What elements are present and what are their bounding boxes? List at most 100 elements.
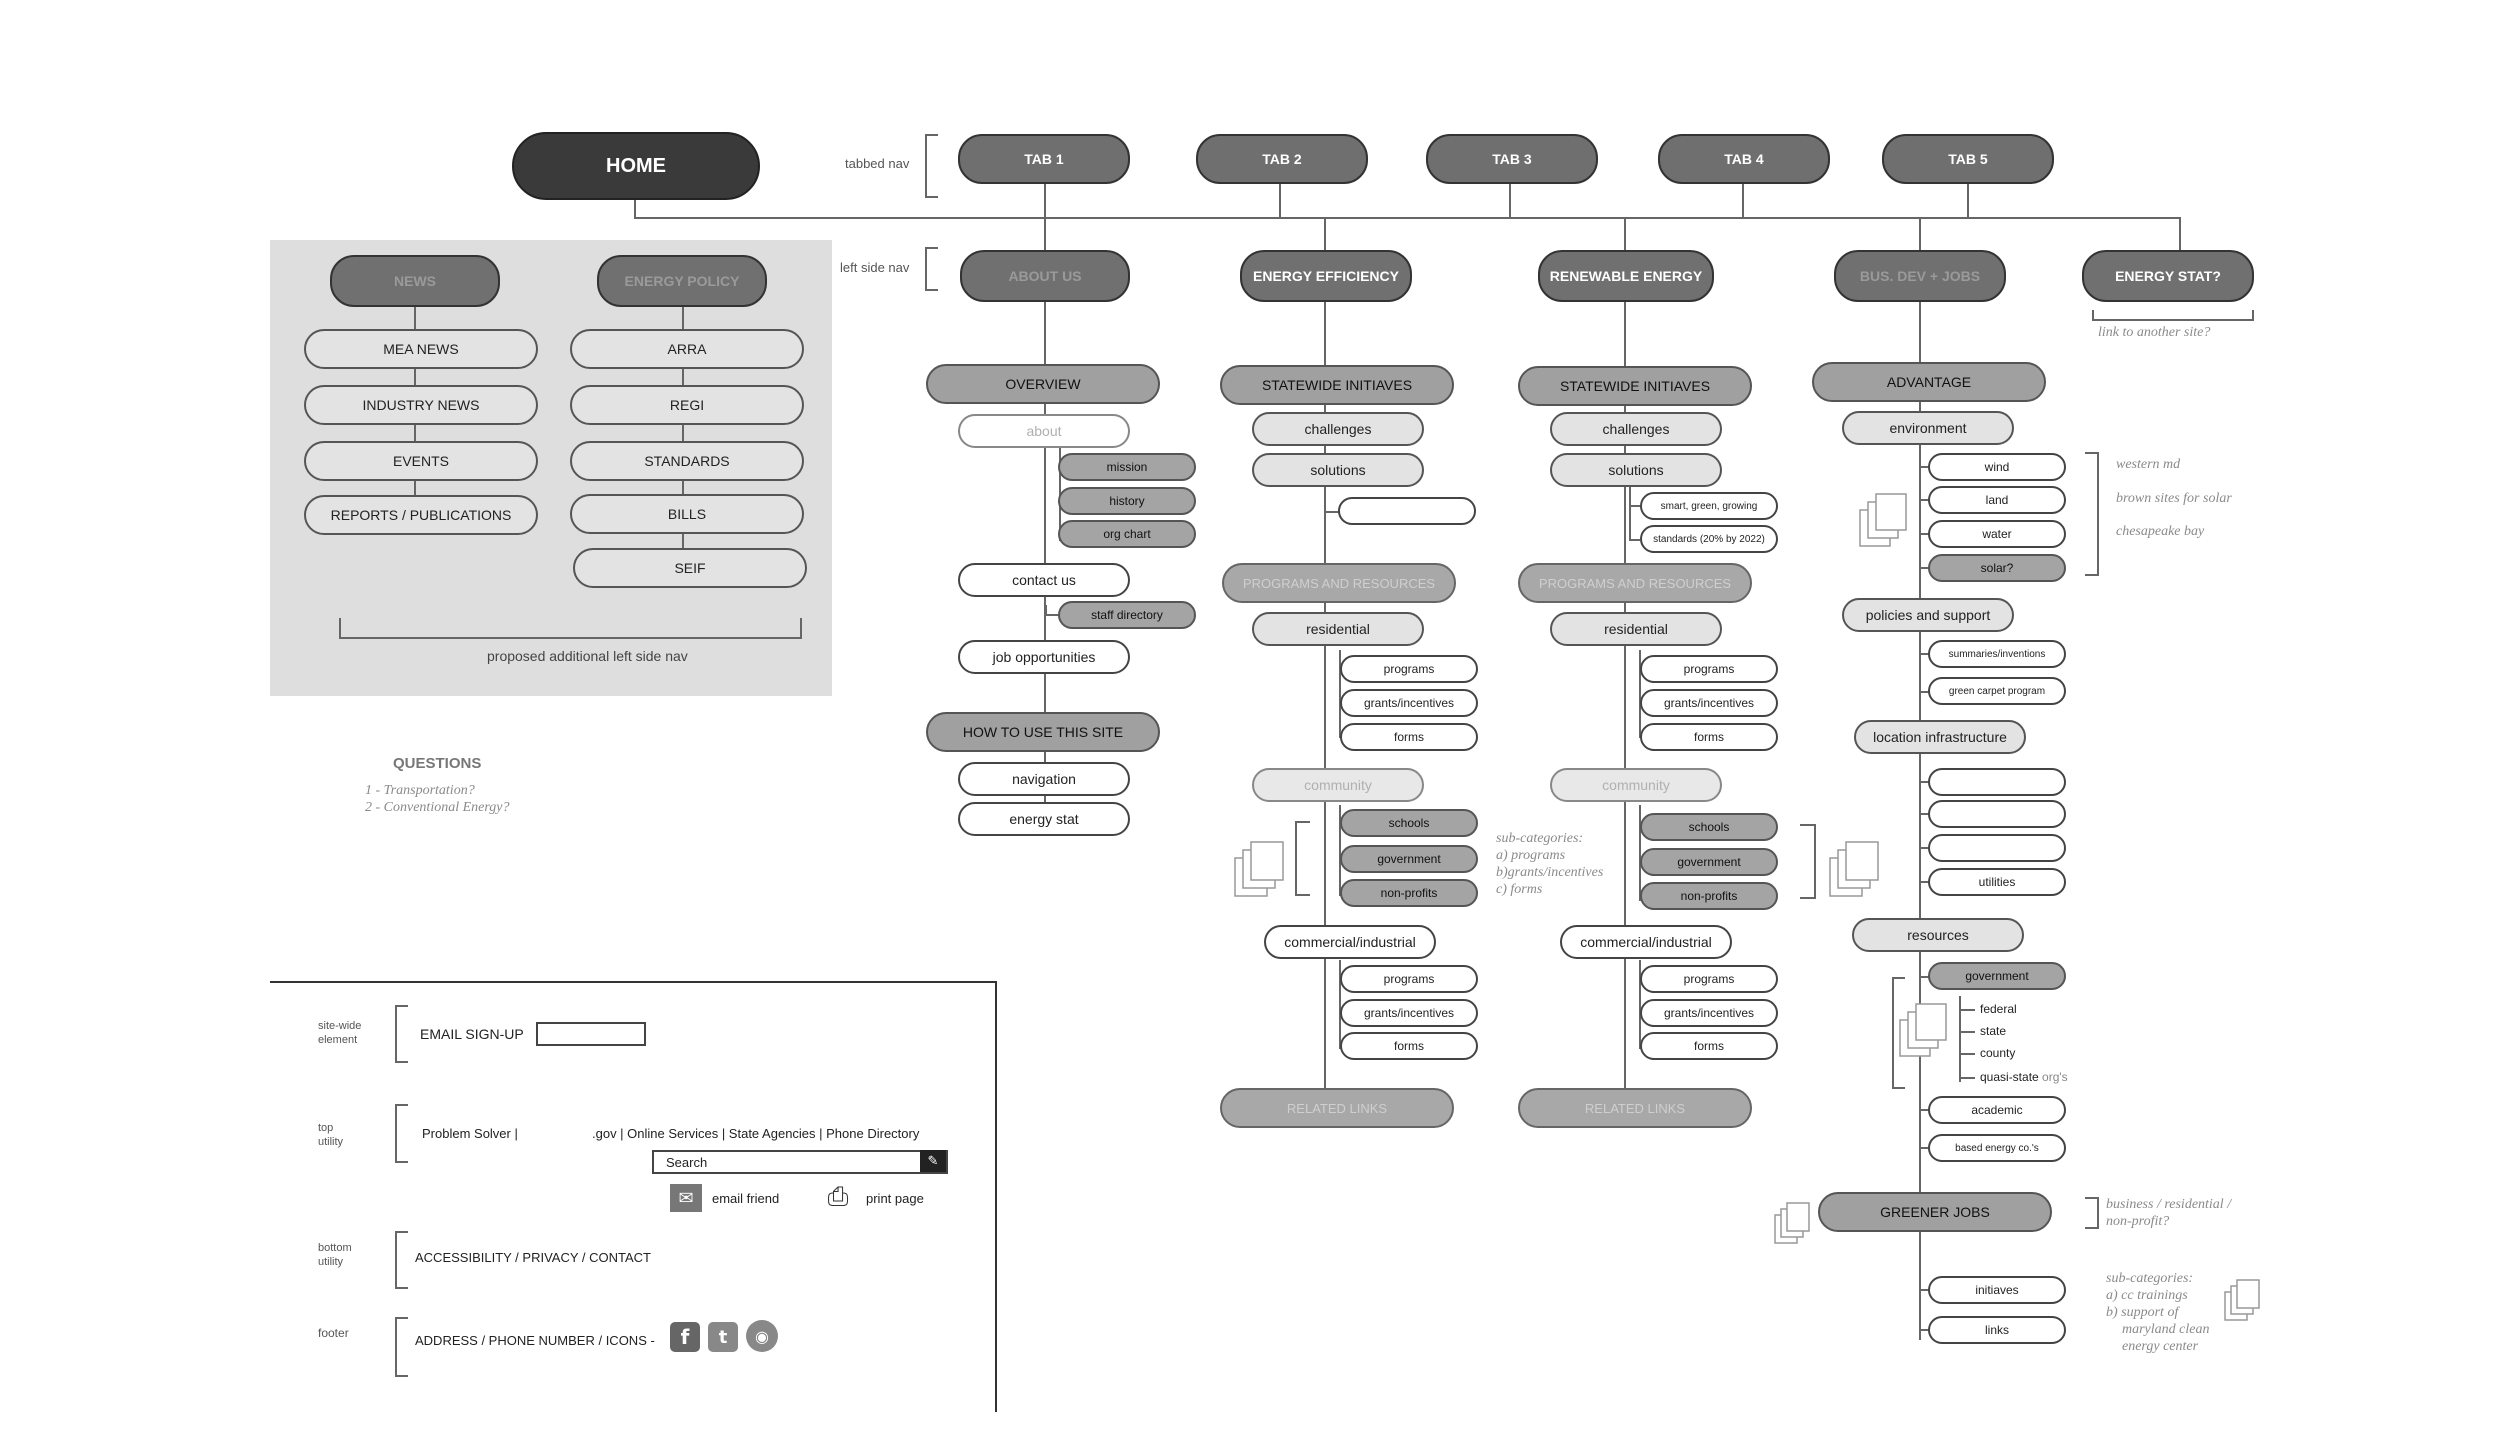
left-nav-seif[interactable]: SEIF bbox=[573, 548, 807, 588]
section-renewable-energy[interactable]: RENEWABLE ENERGY bbox=[1538, 250, 1714, 302]
bus-resources[interactable]: resources bbox=[1852, 918, 2024, 952]
bus-res-academic[interactable]: academic bbox=[1928, 1096, 2066, 1124]
eff-comm-forms[interactable]: forms bbox=[1340, 1032, 1478, 1060]
left-nav-mea-news[interactable]: MEA NEWS bbox=[304, 329, 538, 369]
ren-comm-programs[interactable]: programs bbox=[1640, 965, 1778, 993]
bus-location-placeholder-2[interactable] bbox=[1928, 800, 2066, 828]
eff-related-links[interactable]: RELATED LINKS bbox=[1220, 1088, 1454, 1128]
eff-res-forms[interactable]: forms bbox=[1340, 723, 1478, 751]
eff-community[interactable]: community bbox=[1252, 768, 1424, 802]
ren-programs-resources[interactable]: PROGRAMS AND RESOURCES bbox=[1518, 563, 1752, 603]
about-staff-directory[interactable]: staff directory bbox=[1058, 601, 1196, 629]
bus-env-wind[interactable]: wind bbox=[1928, 453, 2066, 481]
about-history[interactable]: history bbox=[1058, 487, 1196, 515]
left-nav-regi[interactable]: REGI bbox=[570, 385, 804, 425]
eff-commercial[interactable]: commercial/industrial bbox=[1264, 925, 1436, 959]
bus-summaries[interactable]: summaries/inventions bbox=[1928, 640, 2066, 668]
email-signup-field[interactable] bbox=[536, 1022, 646, 1046]
about-about[interactable]: about bbox=[958, 414, 1130, 448]
bus-location-infrastructure[interactable]: location infrastructure bbox=[1854, 720, 2026, 754]
ren-community-schools[interactable]: schools bbox=[1640, 813, 1778, 841]
tab-5[interactable]: TAB 5 bbox=[1882, 134, 2054, 184]
bus-res-based-energy[interactable]: based energy co.'s bbox=[1928, 1134, 2066, 1162]
eff-programs-resources[interactable]: PROGRAMS AND RESOURCES bbox=[1222, 563, 1456, 603]
bus-jobs-links[interactable]: links bbox=[1928, 1316, 2066, 1344]
eff-res-programs[interactable]: programs bbox=[1340, 655, 1478, 683]
bus-advantage[interactable]: ADVANTAGE bbox=[1812, 362, 2046, 402]
section-energy-efficiency[interactable]: ENERGY EFFICIENCY bbox=[1240, 250, 1412, 302]
twitter-icon[interactable]: t bbox=[708, 1322, 738, 1352]
section-energy-stat[interactable]: ENERGY STAT? bbox=[2082, 250, 2254, 302]
bus-env-solar[interactable]: solar? bbox=[1928, 554, 2066, 582]
home-node[interactable]: HOME bbox=[512, 132, 760, 200]
bus-policies-support[interactable]: policies and support bbox=[1842, 598, 2014, 632]
ren-residential[interactable]: residential bbox=[1550, 612, 1722, 646]
eff-solutions[interactable]: solutions bbox=[1252, 453, 1424, 487]
problem-solver-link[interactable]: Problem Solver | bbox=[422, 1126, 518, 1141]
eff-comm-programs[interactable]: programs bbox=[1340, 965, 1478, 993]
eff-community-schools[interactable]: schools bbox=[1340, 809, 1478, 837]
left-nav-arra[interactable]: ARRA bbox=[570, 329, 804, 369]
search-icon[interactable]: ✎ bbox=[920, 1150, 946, 1172]
bus-greener-jobs[interactable]: GREENER JOBS bbox=[1818, 1192, 2052, 1232]
about-how-to-use[interactable]: HOW TO USE THIS SITE bbox=[926, 712, 1160, 752]
about-overview[interactable]: OVERVIEW bbox=[926, 364, 1160, 404]
ren-res-forms[interactable]: forms bbox=[1640, 723, 1778, 751]
facebook-icon[interactable]: f bbox=[670, 1322, 700, 1352]
ren-smart-green-growing[interactable]: smart, green, growing bbox=[1640, 492, 1778, 520]
bus-utilities[interactable]: utilities bbox=[1928, 868, 2066, 896]
ren-res-grants[interactable]: grants/incentives bbox=[1640, 689, 1778, 717]
eff-residential[interactable]: residential bbox=[1252, 612, 1424, 646]
ren-comm-grants[interactable]: grants/incentives bbox=[1640, 999, 1778, 1027]
bus-green-carpet[interactable]: green carpet program bbox=[1928, 677, 2066, 705]
tab-4[interactable]: TAB 4 bbox=[1658, 134, 1830, 184]
bottom-utility-links[interactable]: ACCESSIBILITY / PRIVACY / CONTACT bbox=[415, 1250, 651, 1265]
ren-solutions[interactable]: solutions bbox=[1550, 453, 1722, 487]
email-icon[interactable]: ✉ bbox=[670, 1184, 702, 1212]
tab-3[interactable]: TAB 3 bbox=[1426, 134, 1598, 184]
bus-environment[interactable]: environment bbox=[1842, 411, 2014, 445]
section-about-us[interactable]: ABOUT US bbox=[960, 250, 1130, 302]
ren-standards[interactable]: standards (20% by 2022) bbox=[1640, 525, 1778, 553]
tab-2[interactable]: TAB 2 bbox=[1196, 134, 1368, 184]
email-friend-link[interactable]: email friend bbox=[712, 1191, 780, 1206]
ren-challenges[interactable]: challenges bbox=[1550, 412, 1722, 446]
ren-community-non-profits[interactable]: non-profits bbox=[1640, 882, 1778, 910]
ren-related-links[interactable]: RELATED LINKS bbox=[1518, 1088, 1752, 1128]
left-nav-bills[interactable]: BILLS bbox=[570, 494, 804, 534]
eff-community-government[interactable]: government bbox=[1340, 845, 1478, 873]
left-nav-news[interactable]: NEWS bbox=[330, 255, 500, 307]
eff-statewide[interactable]: STATEWIDE INITIAVES bbox=[1220, 365, 1454, 405]
left-nav-reports[interactable]: REPORTS / PUBLICATIONS bbox=[304, 495, 538, 535]
eff-challenges[interactable]: challenges bbox=[1252, 412, 1424, 446]
bus-location-placeholder-3[interactable] bbox=[1928, 834, 2066, 862]
eff-comm-grants[interactable]: grants/incentives bbox=[1340, 999, 1478, 1027]
rss-icon[interactable]: ◉ bbox=[746, 1320, 778, 1352]
tab-1[interactable]: TAB 1 bbox=[958, 134, 1130, 184]
ren-commercial[interactable]: commercial/industrial bbox=[1560, 925, 1732, 959]
print-page-link[interactable]: print page bbox=[866, 1191, 924, 1206]
about-org-chart[interactable]: org chart bbox=[1058, 520, 1196, 548]
ren-community[interactable]: community bbox=[1550, 768, 1722, 802]
left-nav-energy-policy[interactable]: ENERGY POLICY bbox=[597, 255, 767, 307]
ren-statewide[interactable]: STATEWIDE INITIAVES bbox=[1518, 366, 1752, 406]
bus-gov-state[interactable]: state bbox=[1980, 1024, 2007, 1038]
about-contact-us[interactable]: contact us bbox=[958, 563, 1130, 597]
bus-jobs-initiaves[interactable]: initiaves bbox=[1928, 1276, 2066, 1304]
about-navigation[interactable]: navigation bbox=[958, 762, 1130, 796]
eff-solutions-placeholder[interactable] bbox=[1338, 497, 1476, 525]
ren-community-government[interactable]: government bbox=[1640, 848, 1778, 876]
search-input[interactable]: Search bbox=[652, 1150, 948, 1174]
about-job-opportunities[interactable]: job opportunities bbox=[958, 640, 1130, 674]
gov-utility-links[interactable]: .gov | Online Services | State Agencies … bbox=[592, 1126, 920, 1141]
left-nav-standards[interactable]: STANDARDS bbox=[570, 441, 804, 481]
about-energy-stat[interactable]: energy stat bbox=[958, 802, 1130, 836]
printer-icon[interactable]: ⎙ bbox=[827, 1181, 849, 1212]
ren-res-programs[interactable]: programs bbox=[1640, 655, 1778, 683]
bus-gov-quasi-state[interactable]: quasi-state org's bbox=[1980, 1070, 2068, 1084]
bus-env-water[interactable]: water bbox=[1928, 520, 2066, 548]
ren-comm-forms[interactable]: forms bbox=[1640, 1032, 1778, 1060]
bus-gov-federal[interactable]: federal bbox=[1980, 1002, 2017, 1016]
about-mission[interactable]: mission bbox=[1058, 453, 1196, 481]
bus-location-placeholder-1[interactable] bbox=[1928, 768, 2066, 796]
